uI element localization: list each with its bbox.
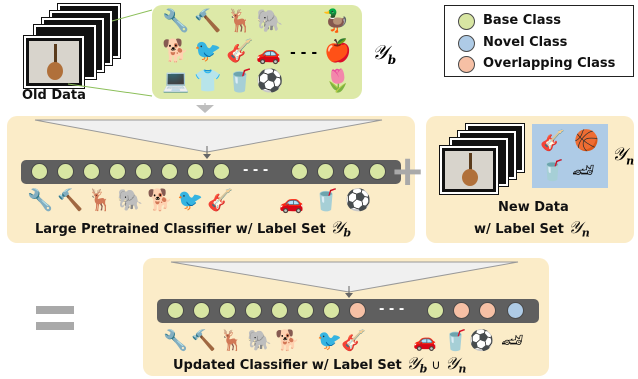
base-class-node	[57, 163, 74, 180]
hammer-icon: 🔨	[194, 9, 222, 34]
elephant-icon: 🐘	[117, 188, 144, 212]
laptop-icon: 💻	[162, 69, 190, 94]
guitar-photo	[23, 35, 85, 89]
bar-dots: - - -	[243, 163, 269, 178]
guitar-icon: 🎸	[207, 188, 234, 212]
base-class-node	[219, 302, 236, 319]
hammer-icon: 🔨	[57, 188, 84, 212]
cup-icon: 🥤	[226, 69, 254, 94]
sports-car-icon: 🏎	[572, 160, 595, 181]
updated-classifier-label: Updated Classifier w/ Label Set 𝒴b ∪ 𝒴n	[173, 354, 467, 376]
bird-icon: 🐦	[317, 328, 342, 352]
legend-novel-label: Novel Class	[483, 35, 568, 50]
legend-overlap-swatch	[458, 56, 475, 73]
car-icon: 🚗	[279, 190, 304, 214]
new-data-panel: 🎸 🏀 🥤 🏎 𝒴n New Data w/ Label Set 𝒴n	[426, 116, 634, 243]
duck-icon: 🦆	[322, 9, 350, 34]
antelope-icon: 🦌	[87, 188, 114, 212]
sports-car-icon: 🏎	[501, 330, 524, 351]
dog-icon: 🐕	[275, 328, 300, 352]
base-class-node	[323, 302, 340, 319]
bird-icon: 🐦	[177, 188, 204, 212]
elephant-icon: 🐘	[256, 9, 284, 34]
guitar-icon: 🎸	[540, 128, 565, 152]
base-class-node	[271, 302, 288, 319]
base-class-node	[291, 163, 308, 180]
overlap-class-node	[349, 302, 366, 319]
base-class-node	[427, 302, 444, 319]
flower-icon: 🌷	[324, 69, 352, 94]
guitar-icon: 🎸	[341, 328, 366, 352]
base-class-node	[109, 163, 126, 180]
new-data-label-line1: New Data	[498, 200, 569, 215]
pretrained-classifier-label: Large Pretrained Classifier w/ Label Set…	[35, 218, 352, 240]
base-class-node	[343, 163, 360, 180]
old-data-dots: - - -	[290, 45, 318, 61]
old-data-icon-panel: 🔧 🔨 🦌 🐘 🦆 🐕 🐦 🎸 🚗 - - - 🍎 💻 👕 🥤 ⚽ 🌷	[152, 5, 362, 99]
legend-base-label: Base Class	[483, 13, 562, 28]
ball-icon: ⚽	[469, 328, 494, 352]
pretrained-classifier-panel: - - - 🔧 🔨 🦌 🐘 🐕 🐦 🎸 🚗 🥤 ⚽ Large Pretrain…	[7, 116, 415, 243]
wrench-icon: 🔧	[27, 188, 54, 212]
updated-feature-bar: - - -	[157, 299, 539, 323]
overlap-class-node	[453, 302, 470, 319]
wrench-icon: 🔧	[163, 328, 188, 352]
cup-icon: 🥤	[313, 188, 340, 212]
equals-operator	[36, 296, 74, 336]
pretrained-funnel	[34, 119, 383, 159]
base-class-node	[135, 163, 152, 180]
overlap-class-node	[479, 302, 496, 319]
cup-icon: 🥤	[540, 158, 565, 182]
legend-novel-swatch	[458, 35, 475, 52]
updated-funnel	[170, 261, 519, 298]
hammer-icon: 🔨	[191, 328, 216, 352]
cup-icon: 🥤	[443, 328, 468, 352]
old-data-label: Old Data	[22, 88, 86, 103]
antelope-icon: 🦌	[226, 9, 254, 34]
new-data-image-stack	[436, 123, 536, 195]
elephant-icon: 🐘	[247, 328, 272, 352]
base-class-node	[31, 163, 48, 180]
new-data-label-line2: w/ Label Set 𝒴n	[474, 218, 590, 240]
guitar-icon: 🎸	[226, 39, 254, 64]
base-class-node	[245, 302, 262, 319]
car-icon: 🚗	[256, 41, 281, 65]
novel-class-node	[507, 302, 524, 319]
dog-icon: 🐕	[162, 39, 190, 64]
base-class-node	[193, 302, 210, 319]
updated-classifier-panel: - - - 🔧 🔨 🦌 🐘 🐕 🐦 🎸 🚗 🥤 ⚽ 🏎 Updated Clas…	[143, 258, 549, 376]
base-class-node	[167, 302, 184, 319]
pretrained-feature-bar: - - -	[21, 160, 401, 184]
car-icon: 🚗	[413, 330, 437, 352]
apple-icon: 🍎	[324, 39, 352, 64]
ball-icon: ⚽	[256, 69, 284, 94]
new-data-icon-panel: 🎸 🏀 🥤 🏎	[532, 124, 608, 188]
base-class-node	[317, 163, 334, 180]
old-data-set-symbol: 𝒴b	[372, 40, 397, 67]
antelope-icon: 🦌	[219, 328, 244, 352]
dog-icon: 🐕	[147, 188, 174, 212]
base-class-node	[161, 163, 178, 180]
base-class-node	[83, 163, 100, 180]
bar-dots: - - -	[379, 302, 405, 317]
wrench-icon: 🔧	[162, 9, 190, 34]
bird-icon: 🐦	[194, 39, 222, 64]
legend: Base Class Novel Class Overlapping Class	[444, 5, 634, 77]
base-class-node	[369, 163, 386, 180]
legend-base-swatch	[458, 13, 475, 30]
legend-overlap-label: Overlapping Class	[483, 56, 616, 71]
old-data-image-stack	[20, 3, 150, 94]
basketball-icon: 🏀	[574, 128, 599, 152]
guitar-photo	[439, 145, 499, 195]
plus-operator: +	[390, 146, 426, 195]
base-class-node	[187, 163, 204, 180]
base-class-node	[213, 163, 230, 180]
base-class-node	[297, 302, 314, 319]
ball-icon: ⚽	[345, 188, 372, 212]
tshirt-icon: 👕	[194, 69, 222, 94]
new-data-set-symbol: 𝒴n	[612, 144, 635, 168]
